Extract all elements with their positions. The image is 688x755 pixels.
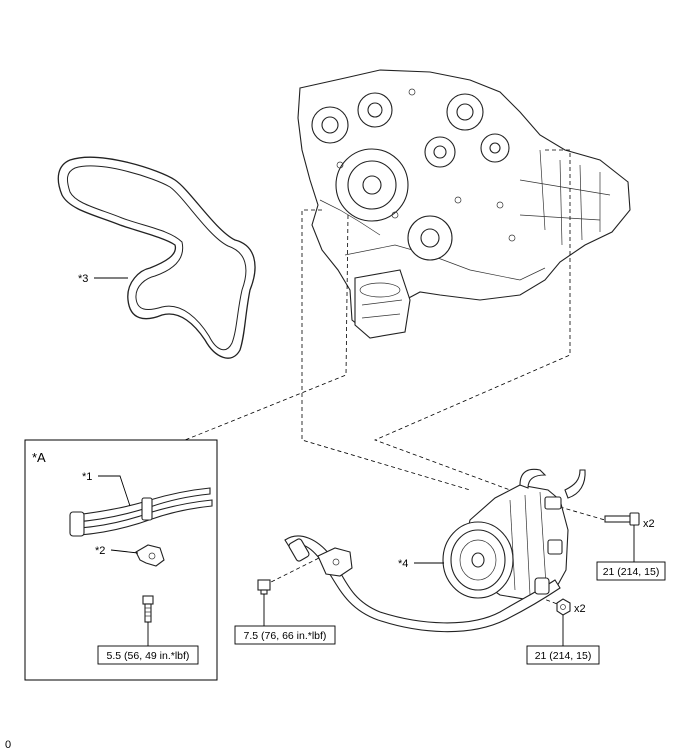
engine-block [297,69,631,339]
nut: x2 21 (214, 15) [526,598,600,665]
compressor-callout-label: *4 [398,558,408,570]
stud-bolt-quantity: x2 [643,518,655,530]
nut-quantity: x2 [574,603,586,615]
hose-callout-label: *1 [82,471,92,483]
clamp-callout-label: *2 [95,545,105,557]
discharge-pipe [284,535,561,633]
callout-belt: *3 [78,273,128,285]
detail-view-a: *A *1 *2 5.5 (56, 49 in.*lbf) [24,439,218,681]
belt-callout-label: *3 [78,273,88,285]
stud-bolt-torque: 21 (214, 15) [603,566,660,578]
detail-bolt-torque: 5.5 (56, 49 in.*lbf) [107,650,190,662]
nut-torque: 21 (214, 15) [535,650,592,662]
stud-bolt: x2 21 (214, 15) [596,512,666,581]
bracket-bolt-torque: 7.5 (76, 66 in.*lbf) [244,630,327,642]
bracket-bolt: 7.5 (76, 66 in.*lbf) [234,579,336,645]
figure-code: 0 [5,739,11,751]
ac-compressor [442,468,586,601]
detail-view-label: *A [32,450,46,465]
callout-compressor: *4 [398,558,444,570]
drive-belt [57,156,256,359]
